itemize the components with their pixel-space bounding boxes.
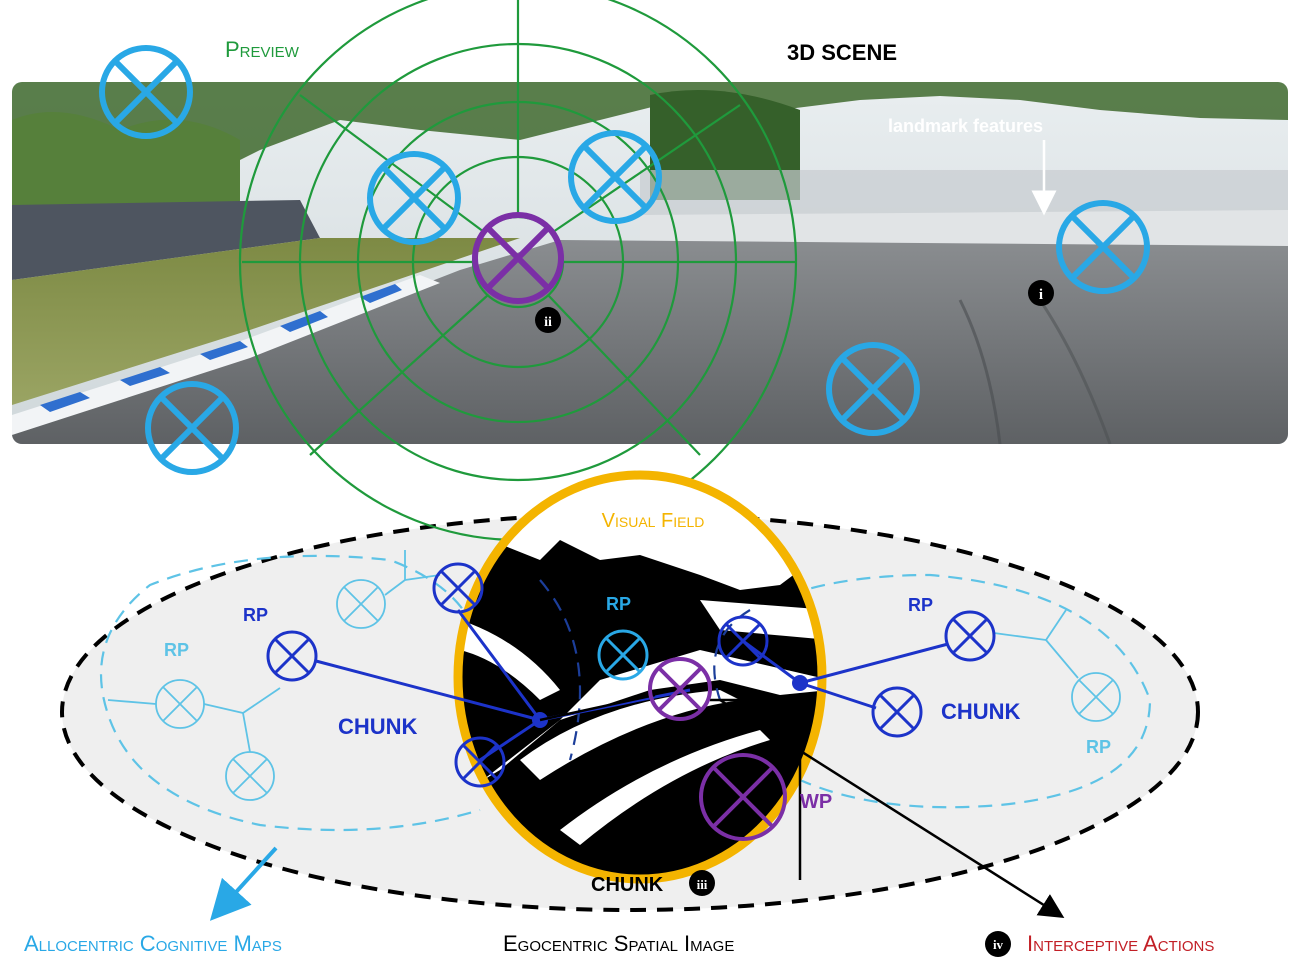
- rp-label-right-blue: RP: [908, 595, 933, 615]
- rp-label-right-cyan: RP: [1086, 737, 1111, 757]
- left-cognitive-map: [99, 550, 482, 832]
- egocentric-label: Egocentric Spatial Image: [503, 931, 734, 956]
- scene-label: 3D SCENE: [787, 40, 897, 65]
- preview-target-marker: [472, 212, 564, 304]
- marker-i: i: [1028, 280, 1054, 306]
- interceptive-label: Interceptive Actions: [1027, 931, 1214, 956]
- allocentric-label: Allocentric Cognitive Maps: [24, 931, 282, 956]
- rp-label-left-cyan: RP: [164, 640, 189, 660]
- rp-marker-visual-field: [597, 629, 649, 681]
- chunk-label-right: CHUNK: [941, 699, 1021, 724]
- landmark-marker: [145, 381, 239, 475]
- marker-iv: iv: [985, 931, 1011, 957]
- chunk-label-left: CHUNK: [338, 714, 418, 739]
- landmark-marker: [826, 342, 920, 436]
- preview-radar: [238, 0, 798, 542]
- waypoint-markers: [648, 657, 787, 841]
- egocentric-connectors: [539, 693, 802, 880]
- scene-photo: [12, 82, 1288, 444]
- landmark-marker: [568, 130, 662, 224]
- chunk-label-bottom: CHUNK: [591, 874, 664, 896]
- wp-label: WP: [800, 791, 832, 813]
- landmark-marker: [1056, 200, 1150, 294]
- marker-iii: iii: [689, 870, 715, 896]
- landmark-marker: [99, 45, 193, 139]
- marker-ii: ii: [535, 307, 561, 333]
- landmark-features-label: landmark features: [888, 116, 1043, 136]
- interceptive-arrow: [719, 698, 1065, 919]
- landmark-markers: [99, 45, 1150, 475]
- allocentric-arrow: [209, 846, 278, 921]
- visual-field-label: Visual Field: [602, 510, 705, 532]
- rp-label-visual-field: RP: [606, 594, 631, 614]
- svg-text:ii: ii: [544, 315, 552, 330]
- svg-text:i: i: [1039, 287, 1043, 303]
- landmark-marker: [367, 151, 461, 245]
- svg-text:iii: iii: [697, 877, 708, 892]
- right-chunk-node: [792, 675, 808, 691]
- rp-label-left-blue: RP: [243, 605, 268, 625]
- right-cognitive-map: [709, 573, 1152, 809]
- left-chunk-graph: [266, 562, 691, 788]
- svg-text:iv: iv: [993, 937, 1004, 952]
- preview-label: Preview: [225, 37, 300, 62]
- right-chunk-graph: [717, 610, 996, 738]
